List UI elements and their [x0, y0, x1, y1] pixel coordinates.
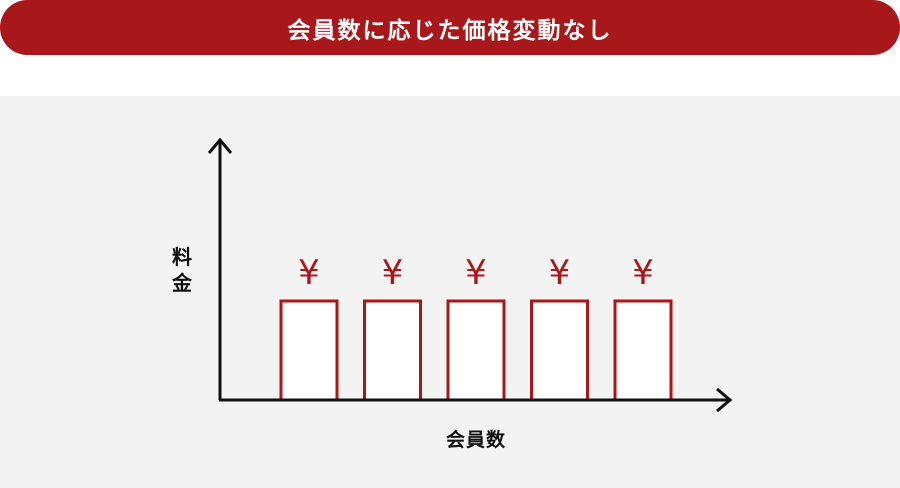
bar: [613, 299, 673, 402]
bar: [446, 299, 506, 402]
x-axis-label: 会員数: [445, 429, 506, 451]
bar: [363, 299, 422, 402]
x-axis-arrow-icon: [716, 387, 733, 413]
yen-icon: ¥: [465, 253, 487, 293]
yen-icon: ¥: [632, 253, 654, 293]
yen-icon: ¥: [298, 253, 320, 293]
yen-icon: ¥: [549, 253, 571, 293]
y-axis-label: 料金: [172, 245, 192, 295]
diagram-panel: [0, 96, 900, 488]
yen-icon: ¥: [382, 253, 404, 293]
bar: [530, 299, 589, 402]
title-banner: 会員数に応じた価格変動なし: [0, 0, 900, 55]
y-axis-arrow-icon: [207, 137, 233, 154]
title-text: 会員数に応じた価格変動なし: [287, 17, 613, 44]
bar: [279, 299, 339, 402]
